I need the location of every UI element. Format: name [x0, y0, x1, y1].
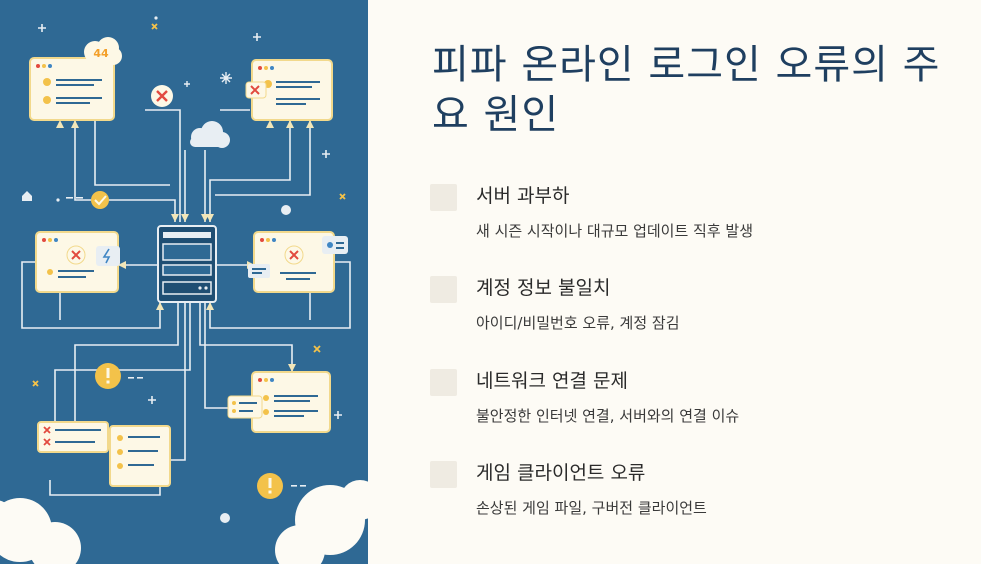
check-icon: [66, 191, 109, 209]
bottom-clouds: [0, 480, 368, 564]
window-card-middle-left: [35, 231, 120, 293]
item-marker: [430, 461, 457, 488]
network-illustration: 44: [0, 0, 368, 564]
home-icon: [22, 191, 32, 201]
window-card-top-right: [245, 59, 333, 121]
cause-title: 네트워크 연결 문제: [476, 370, 628, 392]
star-icon: [220, 72, 232, 84]
sparkles: [38, 16, 342, 523]
item-marker: [430, 276, 457, 303]
window-card-middle-right: [248, 231, 348, 293]
window-card-lower-right: [227, 371, 331, 433]
cause-title: 계정 정보 불일치: [476, 277, 611, 299]
error-icon: [151, 85, 173, 107]
warning-icon: [95, 363, 143, 389]
content-panel: 피파 온라인 로그인 오류의 주요 원인 서버 과부하 새 시즌 시작이나 대규…: [368, 0, 981, 564]
server-icon: [157, 225, 217, 303]
badge-text: 44: [93, 47, 109, 60]
window-card-top-left: [29, 57, 115, 121]
item-marker: [430, 369, 457, 396]
page-title: 피파 온라인 로그인 오류의 주요 원인: [432, 42, 941, 138]
warning-icon: [257, 473, 306, 499]
window-card-bottom-left: [37, 421, 171, 487]
network-diagram: 44: [0, 16, 368, 564]
cause-description: 아이디/비밀번호 오류, 계정 잠김: [476, 314, 680, 332]
cause-description: 손상된 게임 파일, 구버전 클라이언트: [476, 499, 707, 517]
item-marker: [430, 184, 457, 211]
cause-title: 서버 과부하: [476, 185, 570, 207]
cause-description: 새 시즌 시작이나 대규모 업데이트 직후 발생: [476, 222, 754, 240]
cause-description: 불안정한 인터넷 연결, 서버와의 연결 이슈: [476, 407, 740, 425]
badge-cloud: 44: [84, 37, 122, 65]
cloud-icon: [190, 121, 230, 148]
connection-lines: [21, 109, 351, 496]
cause-title: 게임 클라이언트 오류: [476, 462, 646, 484]
arrowheads: [56, 120, 314, 412]
yellow-sparkles: [32, 23, 346, 387]
